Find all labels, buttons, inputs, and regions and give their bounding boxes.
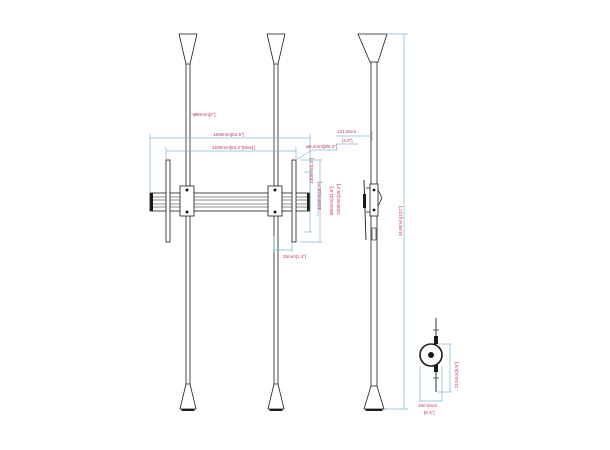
overall-width-label: 1590mm[62.5"]: [213, 132, 244, 137]
slot-label: φ6.2mm[Ø0.3"]: [306, 144, 337, 149]
plan-dimensions: [419, 343, 452, 402]
front-dimension-labels: φ50mm[2"] 1590mm[62.5"] 1630mm[64.2"(Max…: [193, 112, 341, 259]
total-height-label: 3100mm[122"]: [398, 206, 403, 236]
side-bracket: [363, 179, 383, 241]
base-width-label: 160.8mm: [418, 403, 437, 408]
front-view: φ50mm[2"] 1590mm[62.5"] 1630mm[64.2"(Max…: [149, 33, 341, 411]
side-view: 121.8mm [4.8"] 3100mm[122"]: [336, 33, 408, 411]
plan-depth-label: 215mm[8.5"]: [454, 362, 459, 388]
bottom-gap-label: 35mm[1.4"]: [283, 254, 306, 259]
right-pole: [266, 33, 286, 411]
plan-view: 160.8mm [6.4"] 215mm[8.5"]: [418, 318, 459, 415]
vesa-height-2-label: 800mm[31.5"]: [329, 187, 334, 215]
side-dimensions: [336, 33, 408, 410]
bracket-height-label: 400mm[15.7"]: [317, 182, 322, 210]
top-offset-inch-label: [4.8"]: [342, 138, 353, 143]
vertical-brackets: [165, 159, 297, 243]
upper-offset-label: 100mm[4.3"]: [309, 158, 314, 184]
top-offset-label: 121.8mm: [337, 129, 356, 134]
side-dimension-labels: 121.8mm [4.8"] 3100mm[122"]: [337, 129, 403, 236]
pole-diameter-label: φ50mm[2"]: [193, 112, 215, 117]
front-dimensions: [149, 113, 338, 252]
horizontal-rails: [149, 192, 311, 212]
max-width-label: 1630mm[64.2"(Max)]: [212, 145, 255, 150]
plan-dimension-labels: 160.8mm [6.4"] 215mm[8.5"]: [418, 362, 459, 415]
left-pole: [178, 33, 198, 411]
base-width-inch-label: [6.4"]: [424, 410, 435, 415]
vesa-height-1-label: 1000mm[39.4"]: [336, 184, 341, 215]
